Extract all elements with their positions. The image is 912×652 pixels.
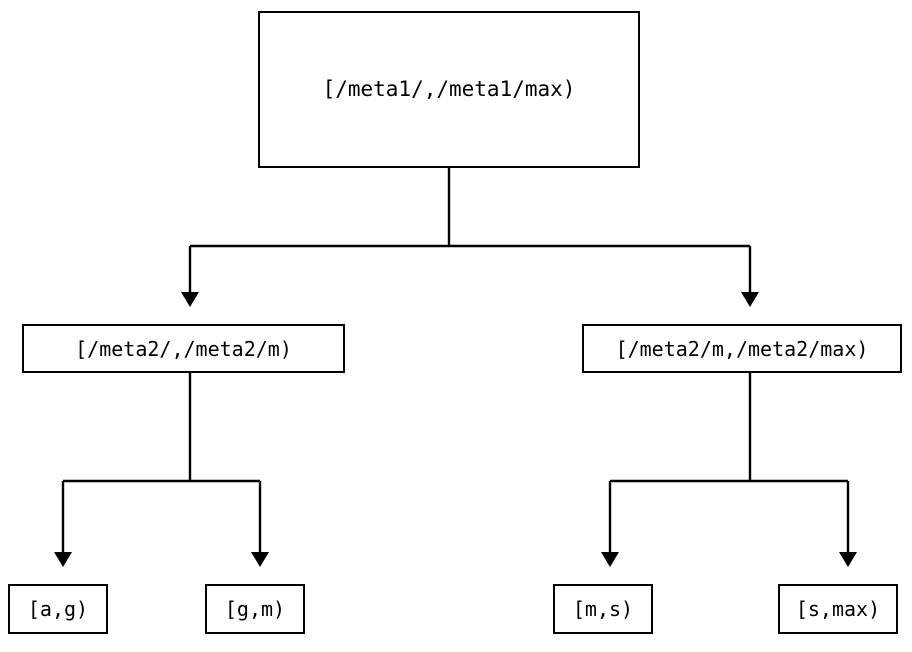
- tree-node-leaf-label: [a,g): [27, 597, 89, 621]
- tree-node-leaf-label: [m,s): [572, 597, 634, 621]
- arrowhead-mid-right: [741, 292, 759, 307]
- arrowhead-leaf-3: [839, 552, 857, 567]
- tree-node-root: [/meta1/,/meta1/max): [258, 11, 640, 168]
- tree-node-leaf-label: [s,max): [795, 597, 881, 621]
- tree-node-mid-left: [/meta2/,/meta2/m): [22, 324, 345, 373]
- tree-node-leaf: [m,s): [553, 584, 653, 634]
- tree-node-leaf: [s,max): [778, 584, 898, 634]
- tree-node-leaf: [a,g): [8, 584, 108, 634]
- tree-node-mid-left-label: [/meta2/,/meta2/m): [75, 336, 292, 361]
- arrowhead-leaf-0: [54, 552, 72, 567]
- arrowhead-mid-left: [181, 292, 199, 307]
- tree-node-leaf-label: [g,m): [224, 597, 286, 621]
- tree-node-mid-right-label: [/meta2/m,/meta2/max): [615, 336, 869, 361]
- tree-node-mid-right: [/meta2/m,/meta2/max): [582, 324, 902, 373]
- arrowhead-leaf-2: [601, 552, 619, 567]
- tree-node-root-label: [/meta1/,/meta1/max): [322, 77, 576, 101]
- arrowhead-leaf-1: [251, 552, 269, 567]
- tree-node-leaf: [g,m): [205, 584, 305, 634]
